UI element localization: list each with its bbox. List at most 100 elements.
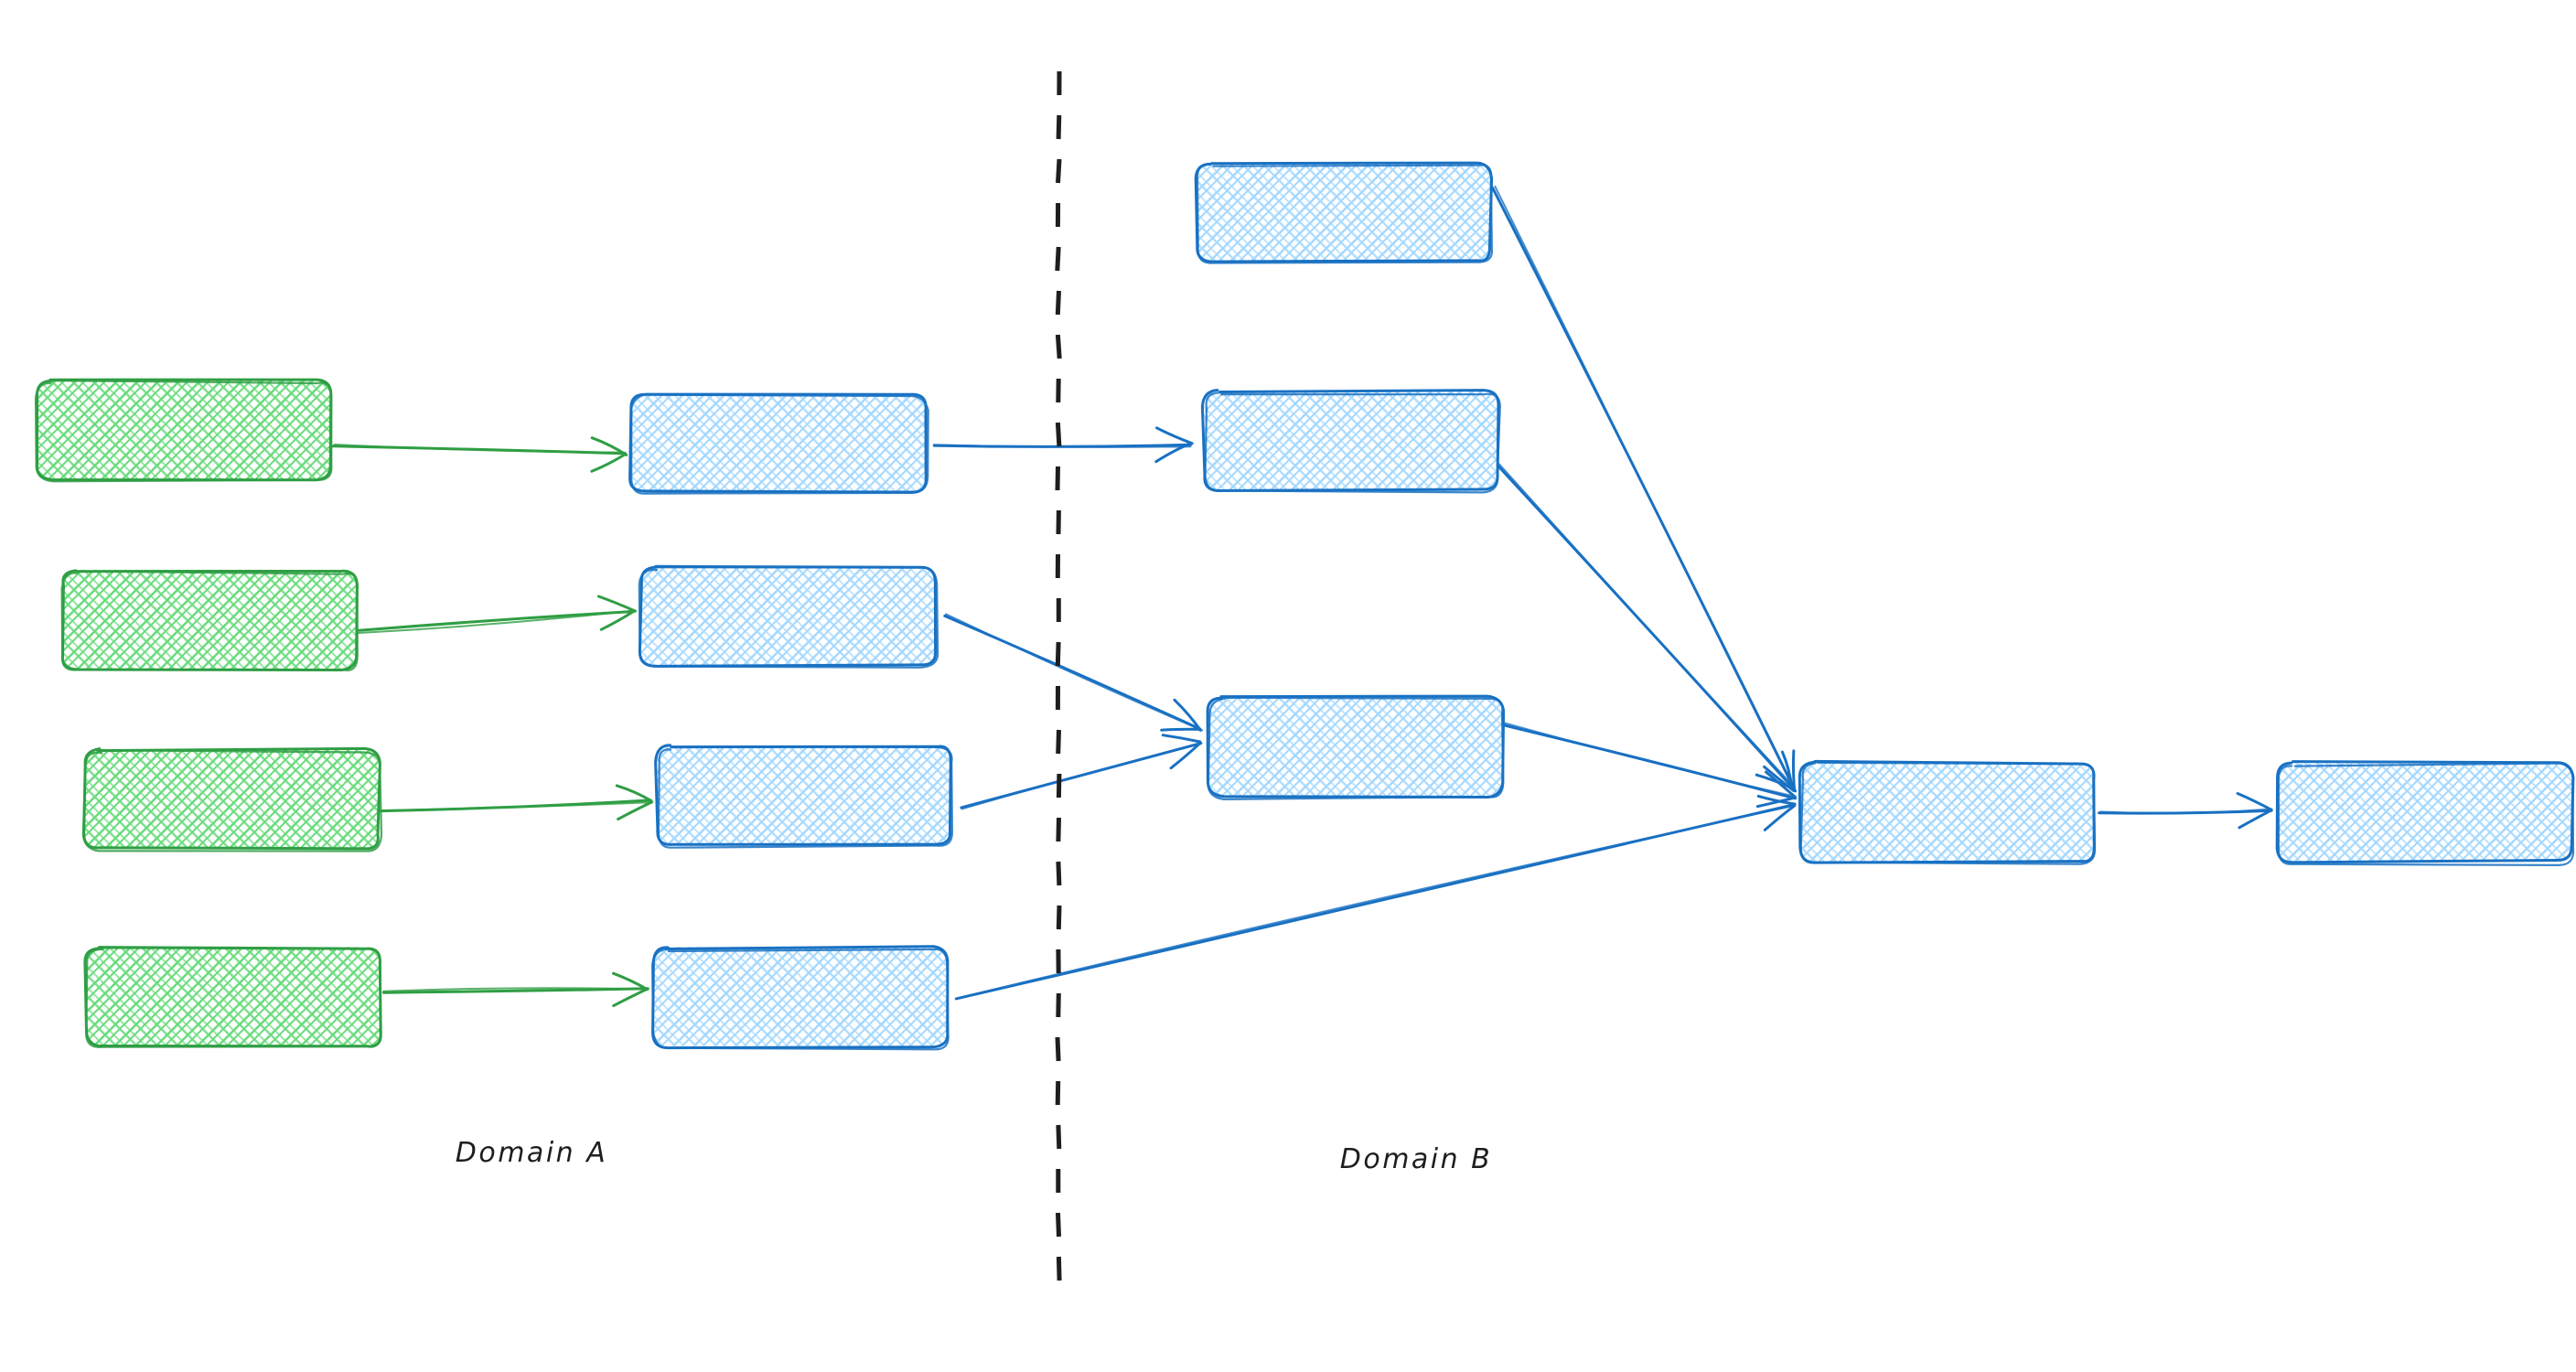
edge-b4-d1[interactable] xyxy=(954,794,1797,1001)
arrowhead-upper xyxy=(599,609,636,631)
divider-dash xyxy=(1055,246,1061,272)
node-a3[interactable] xyxy=(81,746,383,852)
node-a2[interactable] xyxy=(60,569,359,671)
edge-shaft-2 xyxy=(356,609,637,635)
arrowhead-upper xyxy=(590,453,628,473)
edge-shaft-2 xyxy=(945,613,1204,732)
divider-dash xyxy=(1055,1036,1061,1062)
node-fill-cross xyxy=(2276,762,2573,863)
edge-shaft-2 xyxy=(333,444,626,454)
divider-dash xyxy=(1056,861,1062,886)
arrowhead-lower xyxy=(596,595,637,613)
edge-shaft-2 xyxy=(382,987,649,992)
node-fill-cross xyxy=(1196,162,1491,262)
node-outline-2 xyxy=(1799,761,2097,865)
divider-dash xyxy=(1056,992,1061,1018)
edge-c3-d1[interactable] xyxy=(1501,721,1797,809)
label-domain-a: Domain A xyxy=(456,1137,607,1169)
edge-a2-b2[interactable] xyxy=(356,595,637,635)
edges-layer xyxy=(331,185,2273,1008)
node-b3[interactable] xyxy=(654,744,953,849)
divider-dash xyxy=(1056,773,1062,799)
edge-c2-d1[interactable] xyxy=(1497,463,1796,791)
divider-dash xyxy=(1056,905,1062,930)
node-fill-cross xyxy=(657,745,952,846)
node-b2[interactable] xyxy=(638,564,939,669)
divider-dash xyxy=(1055,641,1061,667)
node-a4[interactable] xyxy=(83,946,382,1048)
node-outline xyxy=(82,746,381,851)
edge-shaft-2 xyxy=(954,805,1794,1000)
edge-a4-b4[interactable] xyxy=(381,971,649,1008)
node-c1[interactable] xyxy=(1194,161,1494,264)
label-domain-b: Domain B xyxy=(1340,1143,1493,1175)
arrowhead-lower xyxy=(612,971,649,991)
divider-dash xyxy=(1056,729,1061,755)
arrowhead-upper xyxy=(1154,442,1192,464)
node-outline-2 xyxy=(1207,696,1505,800)
node-d1[interactable] xyxy=(1798,759,2097,865)
divider-dash xyxy=(1056,1124,1062,1150)
edge-b2-c3[interactable] xyxy=(943,613,1204,732)
edge-shaft-2 xyxy=(2099,808,2273,814)
arrowhead-lower xyxy=(1161,734,1202,744)
arrowhead-lower xyxy=(1791,749,1796,791)
edge-shaft-2 xyxy=(381,801,654,812)
node-fill-cross xyxy=(630,393,927,493)
node-fill-cross xyxy=(1203,391,1499,491)
arrowhead-upper xyxy=(1160,727,1201,732)
node-fill-cross xyxy=(61,569,358,670)
node-fill-cross xyxy=(83,749,380,850)
divider-dash xyxy=(1055,290,1061,316)
arrowhead-upper xyxy=(1763,804,1797,831)
node-outline-2 xyxy=(60,570,359,671)
node-outline-2 xyxy=(651,948,950,1051)
node-fill-cross xyxy=(85,947,381,1048)
arrowhead-upper xyxy=(1755,796,1797,809)
node-b1[interactable] xyxy=(628,392,929,495)
node-fill-cross xyxy=(35,380,332,481)
domain-divider xyxy=(1055,70,1062,1281)
node-fill-cross xyxy=(1207,695,1503,797)
arrowhead-upper xyxy=(1169,742,1202,770)
divider-dash xyxy=(1055,334,1062,359)
node-fill-cross xyxy=(1799,761,2096,862)
node-outline-2 xyxy=(630,393,929,495)
labels-layer: Domain A Domain B xyxy=(456,1137,1493,1175)
node-outline-2 xyxy=(2277,762,2575,866)
edge-d1-e1[interactable] xyxy=(2098,792,2273,830)
divider-layer xyxy=(1055,70,1062,1281)
arrowhead-lower xyxy=(615,784,653,802)
node-c2[interactable] xyxy=(1200,389,1501,494)
arrowhead-upper xyxy=(612,987,649,1008)
edge-a3-b3[interactable] xyxy=(379,784,654,821)
node-outline-2 xyxy=(657,745,953,849)
node-b4[interactable] xyxy=(651,945,950,1051)
node-fill-cross xyxy=(651,947,949,1047)
edge-c1-d1[interactable] xyxy=(1491,185,1798,793)
node-outline-2 xyxy=(34,380,333,483)
arrowhead-lower xyxy=(590,436,628,456)
divider-dash xyxy=(1056,158,1062,184)
divider-dash xyxy=(1056,1256,1062,1281)
arrowhead-lower xyxy=(1756,794,1797,806)
divider-dash xyxy=(1055,1080,1061,1106)
node-c3[interactable] xyxy=(1206,694,1506,800)
edge-a1-b1[interactable] xyxy=(331,436,628,473)
node-outline-2 xyxy=(85,947,381,1048)
edge-shaft-2 xyxy=(1494,185,1796,792)
divider-dash xyxy=(1055,466,1060,491)
node-e1[interactable] xyxy=(2275,760,2575,866)
divider-dash xyxy=(1055,422,1062,447)
arrowhead-lower xyxy=(2236,792,2273,811)
divider-dash xyxy=(1056,114,1062,140)
edge-shaft-2 xyxy=(1497,463,1795,788)
arrowhead-lower xyxy=(1780,750,1794,789)
edge-b1-c2[interactable] xyxy=(932,426,1194,464)
edge-shaft-2 xyxy=(961,743,1201,810)
edge-shaft-2 xyxy=(1501,721,1797,798)
edge-b3-c3[interactable] xyxy=(960,734,1203,810)
node-a1[interactable] xyxy=(34,378,333,483)
